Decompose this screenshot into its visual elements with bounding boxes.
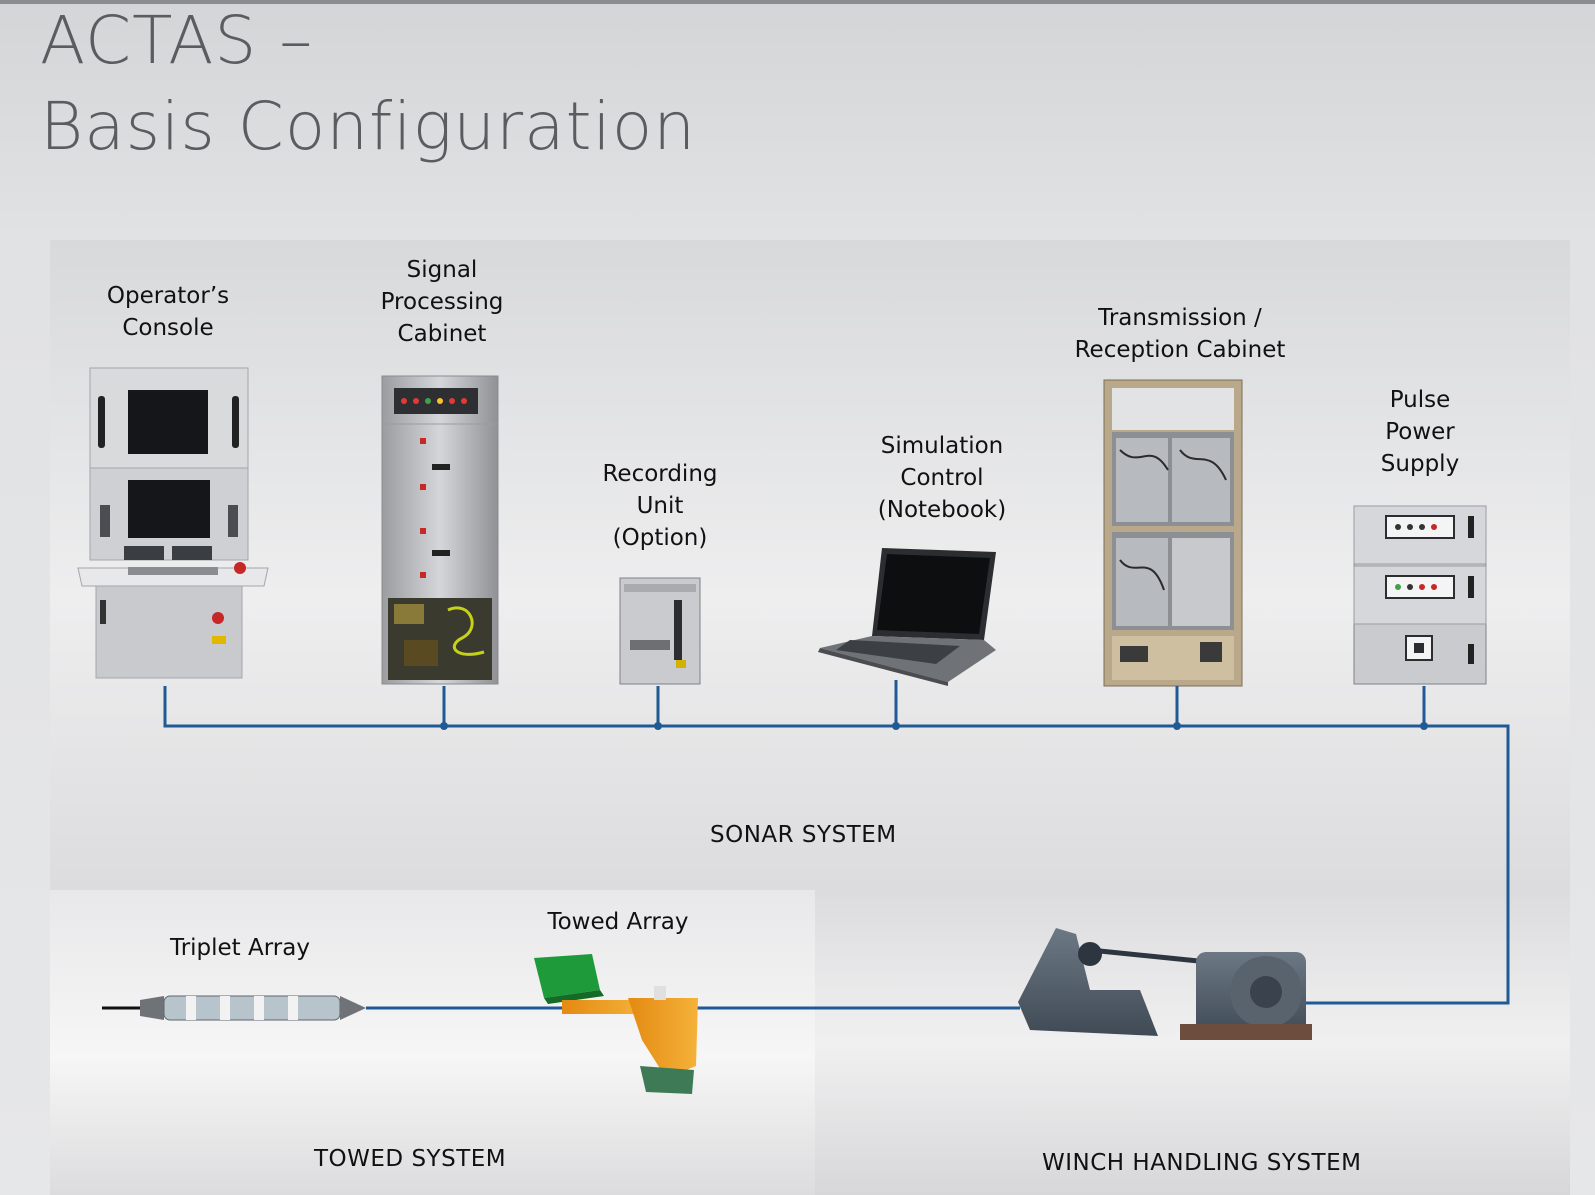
signal-processing-cabinet-label: Signal Processing Cabinet — [380, 257, 504, 347]
page-title-line2: Basis Configuration — [40, 88, 697, 165]
winch-image — [1018, 928, 1312, 1040]
recording-unit-label: Recording Unit (Option) — [602, 461, 718, 551]
signal-processing-cabinet-image — [381, 375, 499, 685]
triplet-array-label: Triplet Array — [170, 935, 310, 961]
sonar-system-panel — [50, 240, 1570, 890]
pulse-power-supply-image — [1353, 505, 1487, 685]
bus-junction-dots — [440, 722, 1428, 730]
winch-handling-system-label: WINCH HANDLING SYSTEM — [1042, 1150, 1362, 1176]
operators-console-image — [77, 367, 269, 679]
sonar-bus-line — [163, 680, 1510, 1005]
operators-console-label: Operator’s Console — [106, 283, 230, 341]
recording-unit-image — [619, 577, 701, 685]
triplet-array-image — [102, 995, 366, 1021]
notebook-image — [818, 548, 996, 686]
transmission-reception-cabinet-label: Transmission / Reception Cabinet — [1074, 305, 1286, 363]
towed-array-label: Towed Array — [547, 909, 689, 935]
top-border — [0, 0, 1595, 4]
transmission-reception-cabinet-image — [1103, 379, 1243, 687]
pulse-power-supply-label: Pulse Power Supply — [1380, 387, 1460, 477]
winch-handling-system-panel — [815, 890, 1570, 1195]
sonar-system-label: SONAR SYSTEM — [710, 822, 897, 848]
page-title-line1: ACTAS – — [40, 2, 314, 79]
simulation-control-label: Simulation Control (Notebook) — [877, 433, 1007, 523]
towed-array-image — [534, 954, 698, 1094]
towed-system-label: TOWED SYSTEM — [314, 1146, 507, 1172]
